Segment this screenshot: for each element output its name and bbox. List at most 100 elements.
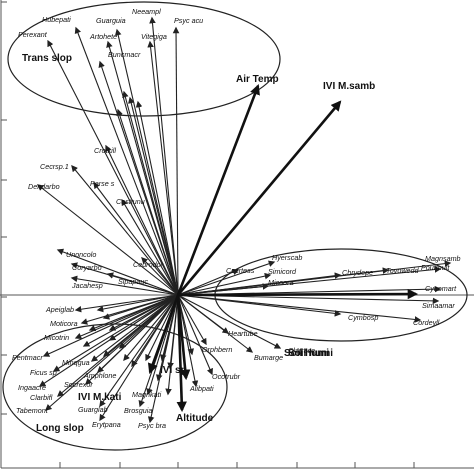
vector-vitegiga <box>147 40 179 296</box>
species-label-pentmacr: Pentmacr <box>12 353 43 362</box>
vector-casttunu <box>121 198 179 296</box>
vector-tabemont <box>45 294 179 411</box>
species-label-hubepati: Hubepati <box>42 15 71 24</box>
species-label-magnkati: Magnkati <box>132 390 162 399</box>
species-label-amphlone: Amphlone <box>83 371 116 380</box>
species-label-psyc-acu: Psyc acu <box>174 16 203 25</box>
environment-vectors <box>147 84 419 413</box>
vector-ocotrubr <box>177 294 213 376</box>
species-label-dendarbo: Dendarbo <box>28 182 60 191</box>
env-vector-soil-humi <box>177 288 419 300</box>
species-label-moticora: Moticora <box>50 319 78 328</box>
vector-erytpana <box>99 294 179 422</box>
species-label-ficus-sp: Ficus sp <box>30 368 57 377</box>
species-label-jacahesp: Jacahesp <box>71 281 103 290</box>
species-label-cecrsp-1: Cecrsp.1 <box>40 162 69 171</box>
vector-dendarbo <box>36 184 179 296</box>
species-label-artohete: Artohete <box>89 32 117 41</box>
vector-crotkill <box>105 144 179 296</box>
species-label-guarguia: Guarguia <box>96 16 126 25</box>
env-vector-altitude <box>176 294 187 413</box>
vector-alibpati <box>177 294 199 388</box>
vector-ficus-sp <box>52 294 179 372</box>
vector-psyc-acu <box>172 26 180 296</box>
vector-jacahesp <box>70 275 179 296</box>
species-label-tabemont: Tabemont <box>16 406 49 415</box>
vector-hubepati <box>74 26 179 296</box>
species-label-clarrace: Clarrace <box>288 346 315 355</box>
group-ellipse-trans-slop <box>7 1 281 117</box>
species-label-perexant: Perexant <box>18 30 48 39</box>
vector-cedrodor <box>141 257 179 296</box>
vector-cordeyll <box>177 294 422 323</box>
vector-perse-s <box>93 181 179 296</box>
species-label-perse-s: Perse s <box>90 179 115 188</box>
vector-unlabeled-11 <box>123 294 179 362</box>
species-label-tovowedd: Tovowedd <box>386 266 420 275</box>
species-label-cedrodor: Cedrodor <box>133 260 164 269</box>
vector-simicord <box>177 272 272 296</box>
species-label-cordeyll: Cordeyll <box>413 318 440 327</box>
species-vectors <box>36 16 452 424</box>
species-label-clarbifl: Clarbifl <box>30 393 53 402</box>
env-vector-ivi-m-samb <box>177 100 342 296</box>
species-label-cynomart: Cynomart <box>425 284 457 293</box>
group-label-long-slop: Long slop <box>36 423 84 434</box>
species-label-heartube: Heartube <box>228 329 258 338</box>
vector-apeiglab <box>74 294 179 313</box>
vector-psyc-bra <box>147 294 179 424</box>
group-label-trans-slop: Trans slop <box>22 53 72 64</box>
species-label-hyerscab: Hyerscab <box>272 253 302 262</box>
vector-unlabeled-17 <box>165 294 179 396</box>
species-label-micotrin: Micotrin <box>44 333 69 342</box>
env-vector-ivi-m-kati <box>147 294 180 374</box>
species-label-coryarbo: Coryarbo <box>72 263 102 272</box>
vector-unoncolo <box>56 248 179 296</box>
species-label-poutmult: Poutmult <box>421 263 450 272</box>
species-label-unoncolo: Unoncolo <box>66 250 96 259</box>
species-label-cecrtess: Cecrtess <box>226 266 255 275</box>
env-label-ivi-m-kati: IVI M.kati <box>78 392 122 403</box>
vector-poutmult <box>177 266 442 296</box>
species-label-chrydepe: Chrydepe <box>342 268 373 277</box>
species-label-casttunu: Casttunu <box>116 197 145 206</box>
vector-orphbern <box>177 294 207 346</box>
species-label-neeampl: Neeampl <box>132 7 161 16</box>
vector-buncmacr <box>98 60 179 296</box>
species-label-minqgua: Minqgua <box>62 358 90 367</box>
species-label-ocotrubr: Ocotrubr <box>212 372 241 381</box>
vector-perexant <box>47 39 179 296</box>
species-label-socrexor: Socrexor <box>64 380 93 389</box>
species-label-micoora: Micoora <box>268 278 294 287</box>
species-label-crotkill: Crotkill <box>94 146 116 155</box>
species-label-guarglab: Guarglab <box>78 405 108 414</box>
species-label-cymbosp: Cymbosp <box>348 313 378 322</box>
species-label-erytpana: Erytpana <box>92 420 121 429</box>
vector-guarglab <box>99 294 179 408</box>
vector-socrexor <box>85 294 179 385</box>
species-label-orphbern: Orphbern <box>202 345 232 354</box>
species-label-simicord: Simicord <box>268 267 297 276</box>
vector-unlabeled-19 <box>108 294 179 331</box>
env-label-ivi-m-samb: IVI M.samb <box>323 81 375 92</box>
species-label-brosguia: Brosguia <box>124 406 152 415</box>
vector-sipapauc <box>106 272 179 296</box>
vector-bumarge <box>177 294 254 353</box>
env-vector-air-temp <box>176 84 260 296</box>
vector-guarguia <box>114 28 179 296</box>
vector-neeampl <box>149 16 179 296</box>
species-label-magnsamb: Magnsamb <box>425 254 461 263</box>
vector-magnsamb <box>177 260 452 296</box>
species-label-simaamar: Simaamar <box>422 301 455 310</box>
vector-moticora <box>80 294 179 325</box>
species-label-alibpati: Alibpati <box>189 384 214 393</box>
env-label-air-temp: Air Temp <box>236 74 279 85</box>
group-label-soil-humi: Soil humi <box>284 348 329 359</box>
species-label-buncmacr: Buncmacr <box>108 50 141 59</box>
vector-unlabeled-2 <box>135 100 179 296</box>
vector-minqgua <box>90 294 179 362</box>
env-label-soil-humi: Soil humi <box>288 348 333 359</box>
